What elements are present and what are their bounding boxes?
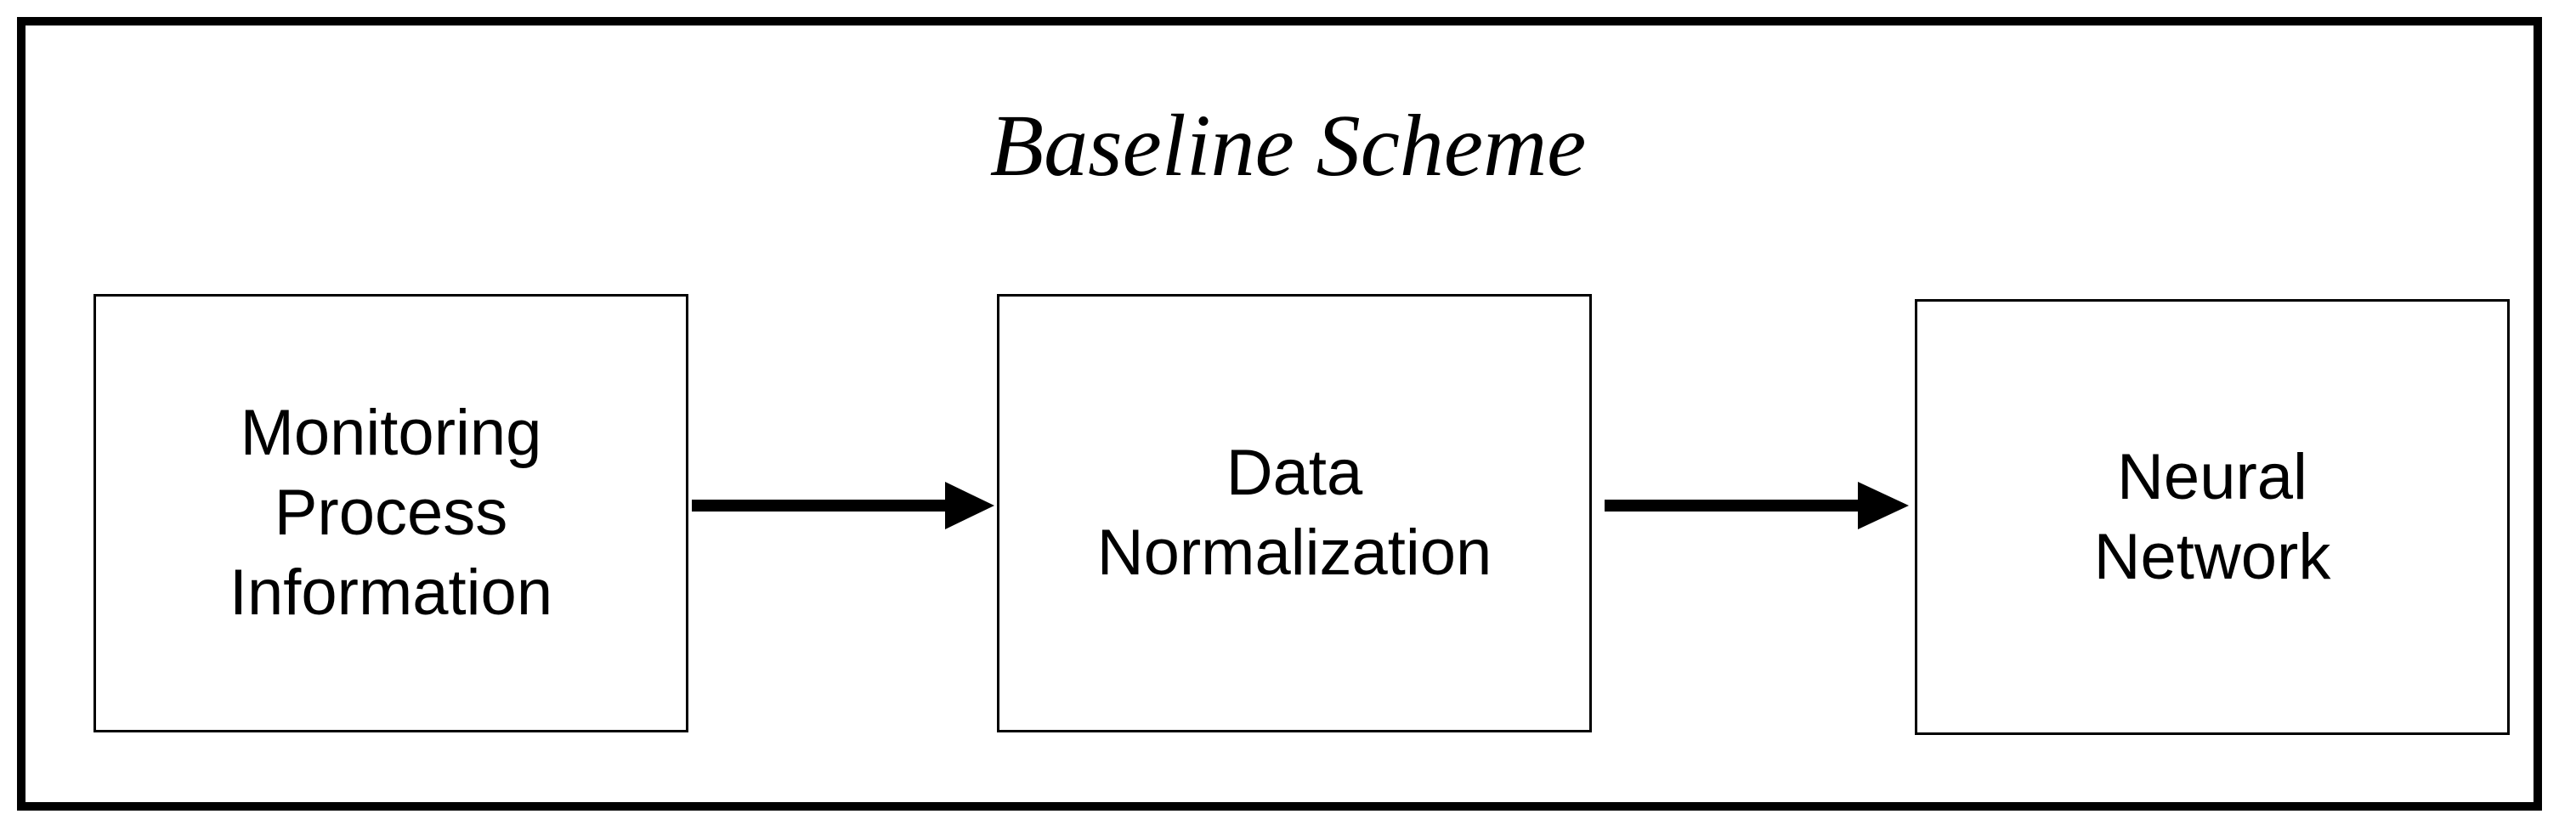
step-1-line-3: Information — [229, 557, 553, 629]
step-3-line-1: Neural — [2117, 440, 2307, 513]
step-data-normalization: Data Normalization — [997, 294, 1592, 732]
step-1-line-2: Process — [274, 477, 508, 549]
step-neural-network: Neural Network — [1915, 299, 2510, 735]
arrow-2-head — [1858, 482, 1909, 529]
step-1-line-1: Monitoring — [240, 397, 542, 469]
diagram-title: Baseline Scheme — [989, 97, 1587, 195]
arrow-1-head — [945, 482, 994, 529]
step-2-line-2: Normalization — [1096, 517, 1492, 589]
step-monitoring-process-information: Monitoring Process Information — [93, 294, 688, 732]
arrow-2-to-3 — [1605, 482, 1909, 529]
step-3-line-2: Network — [2093, 520, 2331, 593]
diagram-frame — [17, 17, 2542, 811]
step-2-line-1: Data — [1226, 437, 1363, 509]
arrow-1-to-2 — [692, 482, 994, 529]
